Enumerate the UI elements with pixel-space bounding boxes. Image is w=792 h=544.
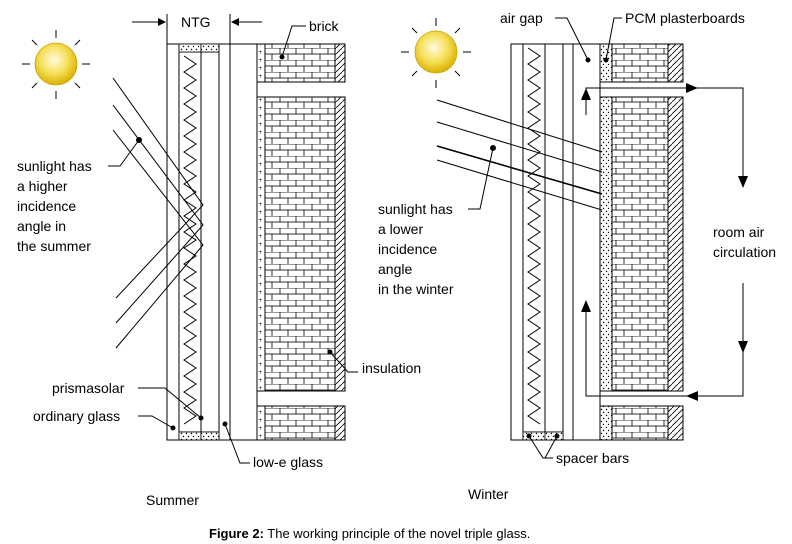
- winter-spacer-bar-1: [522, 431, 546, 441]
- winter-note-leader: [468, 145, 496, 210]
- ntg-label: NTG: [181, 14, 211, 30]
- winter-title: Winter: [468, 486, 509, 502]
- summer-low-e-glass: [229, 43, 258, 441]
- figure-caption: Figure 2: The working principle of the n…: [209, 526, 530, 541]
- summer-note: sunlight has a higher incidence angle in…: [17, 158, 92, 254]
- summer-window: [112, 43, 346, 441]
- svg-text:room air: room air: [713, 224, 765, 240]
- low-e-glass-label: low-e glass: [253, 454, 323, 470]
- svg-text:sunlight has: sunlight has: [17, 158, 92, 174]
- winter-prism-zigzag: [527, 47, 541, 425]
- svg-text:the summer: the summer: [17, 238, 91, 254]
- winter-window: [436, 43, 748, 441]
- summer-wall-top: [256, 43, 346, 83]
- winter-wall-middle: [599, 96, 684, 392]
- svg-text:circulation: circulation: [713, 244, 776, 260]
- svg-text:a higher: a higher: [17, 178, 68, 194]
- summer-prism-zigzag: [183, 55, 197, 425]
- svg-text:angle in: angle in: [17, 218, 66, 234]
- brick-label: brick: [309, 18, 340, 34]
- summer-note-leader: [108, 137, 142, 167]
- ordinary-glass-label: ordinary glass: [33, 408, 120, 424]
- svg-text:in the winter: in the winter: [378, 281, 454, 297]
- summer-wall-bottom: [256, 405, 346, 441]
- summer-spacer-top: [178, 43, 202, 53]
- svg-text:angle: angle: [378, 261, 412, 277]
- ntg-dimension: [132, 14, 262, 44]
- svg-text:a lower: a lower: [378, 221, 423, 237]
- winter-sun-icon: [401, 18, 471, 88]
- summer-sun-rays: [112, 77, 204, 349]
- winter-wall-top: [599, 43, 684, 83]
- summer-title: Summer: [146, 492, 199, 508]
- room-air-circulation-arrows: [581, 83, 748, 401]
- winter-ordinary-glass: [510, 43, 524, 441]
- winter-note: sunlight has a lower incidence angle in …: [378, 201, 454, 297]
- spacer-bars-label: spacer bars: [556, 450, 629, 466]
- summer-spacer-bottom: [178, 431, 202, 441]
- summer-wall-middle: [256, 96, 346, 392]
- svg-text:incidence: incidence: [17, 198, 76, 214]
- insulation-label: insulation: [362, 360, 421, 376]
- prismasolar-label: prismasolar: [52, 380, 125, 396]
- pcm-plasterboards-label: PCM plasterboards: [625, 10, 745, 26]
- summer-sun-icon: [22, 30, 90, 99]
- winter-wall-bottom: [599, 405, 684, 441]
- winter-spacer-bar-2: [544, 431, 564, 441]
- winter-sun-rays: [436, 99, 603, 211]
- room-air-label: room air circulation: [713, 224, 776, 260]
- svg-text:incidence: incidence: [378, 241, 437, 257]
- air-gap-label: air gap: [500, 10, 543, 26]
- svg-text:sunlight has: sunlight has: [378, 201, 453, 217]
